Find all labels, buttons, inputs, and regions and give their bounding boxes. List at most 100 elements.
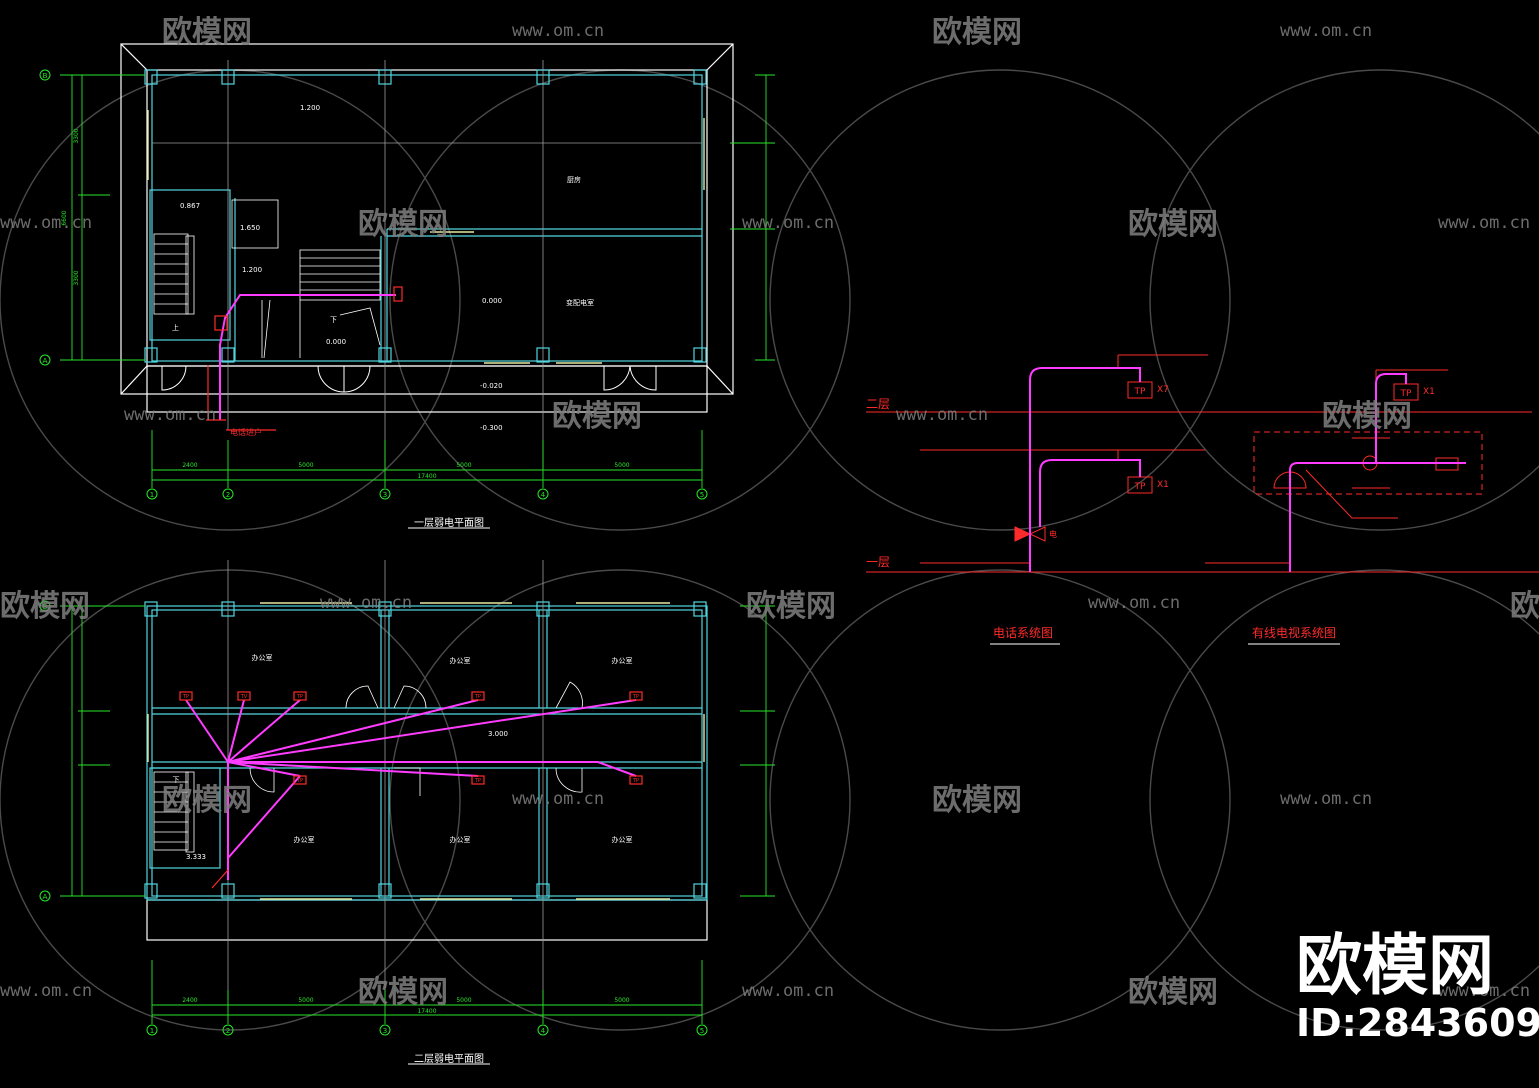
plan1-title: 一层弱电平面图: [414, 516, 484, 529]
phone-box-note: 电: [1049, 529, 1057, 539]
floor-plan-1: [39, 43, 775, 529]
outlet-label-tp: TP: [182, 694, 189, 700]
axis-label: B: [43, 72, 48, 80]
watermark-brand: 欧模网: [162, 15, 252, 50]
dimension-label: 5000: [614, 462, 629, 469]
elevation-label: -0.300: [480, 424, 503, 432]
watermark-circles: [0, 69, 1539, 1031]
room-label-office: 办公室: [252, 653, 273, 662]
dimension-label: 5000: [298, 462, 313, 469]
floor-label-lower: 一层: [866, 555, 890, 569]
room-label-office: 办公室: [450, 656, 471, 665]
axis-label: B: [43, 603, 48, 611]
room-label-office: 办公室: [294, 835, 315, 844]
tv-system-diagram: [1205, 369, 1539, 645]
watermark-url: www.om.cn: [742, 213, 834, 233]
tv-outlet-label: TP: [1400, 389, 1412, 399]
elevation-label: 0.867: [180, 202, 200, 210]
outlet-label-tp: TP: [296, 694, 303, 700]
room-label-substation: 变配电室: [566, 298, 594, 307]
watermark-url: www.om.cn: [896, 405, 988, 425]
watermark-brand: 欧模网: [1322, 399, 1412, 434]
phone-box-icon: [1015, 527, 1030, 541]
watermark-url: www.om.cn: [0, 213, 92, 233]
axis-label: 5: [700, 491, 704, 499]
watermark-brand: 欧模网: [162, 783, 252, 818]
watermark-url: www.om.cn: [320, 593, 412, 613]
phone-system-diagram: [866, 354, 1290, 645]
axis-label: A: [43, 357, 48, 365]
stair-down-label: 下: [173, 776, 180, 784]
axis-label: 4: [541, 1027, 546, 1035]
elevation-label: 3.333: [186, 853, 206, 861]
dimension-label: 3300: [73, 270, 80, 285]
floor-plan-2: [39, 560, 775, 1065]
room-label-office: 办公室: [612, 656, 633, 665]
axis-label: 3: [383, 1027, 387, 1035]
outlet-label-tp: TP: [632, 694, 639, 700]
watermark-url: www.om.cn: [0, 981, 92, 1001]
elevation-label: 1.200: [242, 266, 262, 274]
watermark-url: www.om.cn: [1438, 981, 1530, 1001]
watermark-brand: 欧模网: [1510, 589, 1539, 624]
elevation-label: 1.650: [240, 224, 260, 232]
phone-system-title: 电话系统图: [993, 626, 1053, 640]
watermark-brand: 欧模网: [746, 589, 836, 624]
axis-label: 4: [541, 491, 546, 499]
outlet-label-tp: TP: [474, 694, 481, 700]
dimension-total: 17400: [417, 473, 436, 480]
phone-outlet-label: TP: [1134, 387, 1146, 397]
watermark-url: www.om.cn: [512, 789, 604, 809]
axis-label: 3: [383, 491, 387, 499]
axis-label: 1: [150, 491, 154, 499]
room-label-office: 办公室: [612, 835, 633, 844]
stair-up-label: 上: [172, 323, 179, 332]
dimension-label: 5000: [456, 462, 471, 469]
watermark-url: www.om.cn: [1280, 21, 1372, 41]
stair-down-label: 下: [330, 316, 337, 324]
phone-outlet-count: X1: [1157, 480, 1169, 490]
plan2-title: 二层弱电平面图: [414, 1052, 484, 1065]
phone-entry-note: 电话进户: [230, 427, 262, 437]
watermark-brand: 欧模网: [932, 15, 1022, 50]
watermark-brand: 欧模网: [358, 207, 448, 242]
watermark-big-brand: 欧模网: [1296, 927, 1494, 1004]
elevation-label: 3.000: [488, 730, 508, 738]
floor-label-upper: 二层: [866, 397, 890, 411]
watermark-id: ID:2843609: [1296, 1001, 1539, 1045]
dimension-label: 2400: [182, 997, 197, 1004]
dimension-label: 5000: [614, 997, 629, 1004]
outlet-label-tp: TP: [474, 778, 481, 784]
watermark-brand: 欧模网: [552, 399, 642, 434]
watermark-url: www.om.cn: [1438, 213, 1530, 233]
watermark-brand: 欧模网: [932, 783, 1022, 818]
outlet-label-tp: TP: [632, 778, 639, 784]
dimension-label: 5000: [298, 997, 313, 1004]
tv-outlet-count: X1: [1423, 387, 1435, 397]
watermark-url: www.om.cn: [742, 981, 834, 1001]
watermark-url: www.om.cn: [512, 21, 604, 41]
phone-outlet-label: TP: [1134, 482, 1146, 492]
room-label-office: 办公室: [450, 835, 471, 844]
outlet-label-tp: TP: [296, 778, 303, 784]
axis-label: 5: [700, 1027, 704, 1035]
watermark-brand: 欧模网: [358, 975, 448, 1010]
elevation-label: 0.000: [326, 338, 346, 346]
watermark-url: www.om.cn: [1280, 789, 1372, 809]
room-label-kitchen: 厨房: [567, 175, 581, 184]
elevation-label: 1.200: [300, 104, 320, 112]
axis-label: A: [43, 893, 48, 901]
dimension-total: 6600: [61, 210, 68, 225]
phone-outlet-count: X7: [1157, 385, 1169, 395]
watermark-url: www.om.cn: [1088, 593, 1180, 613]
axis-label: 1: [150, 1027, 154, 1035]
elevation-label: -0.020: [480, 382, 503, 390]
dimension-total: 17400: [417, 1008, 436, 1015]
axis-label: 2: [226, 1027, 230, 1035]
tv-system-title: 有线电视系统图: [1252, 625, 1336, 640]
watermark-brand: 欧模网: [1128, 975, 1218, 1010]
elevation-label: 0.000: [482, 297, 502, 305]
watermark-brand: 欧模网: [1128, 207, 1218, 242]
